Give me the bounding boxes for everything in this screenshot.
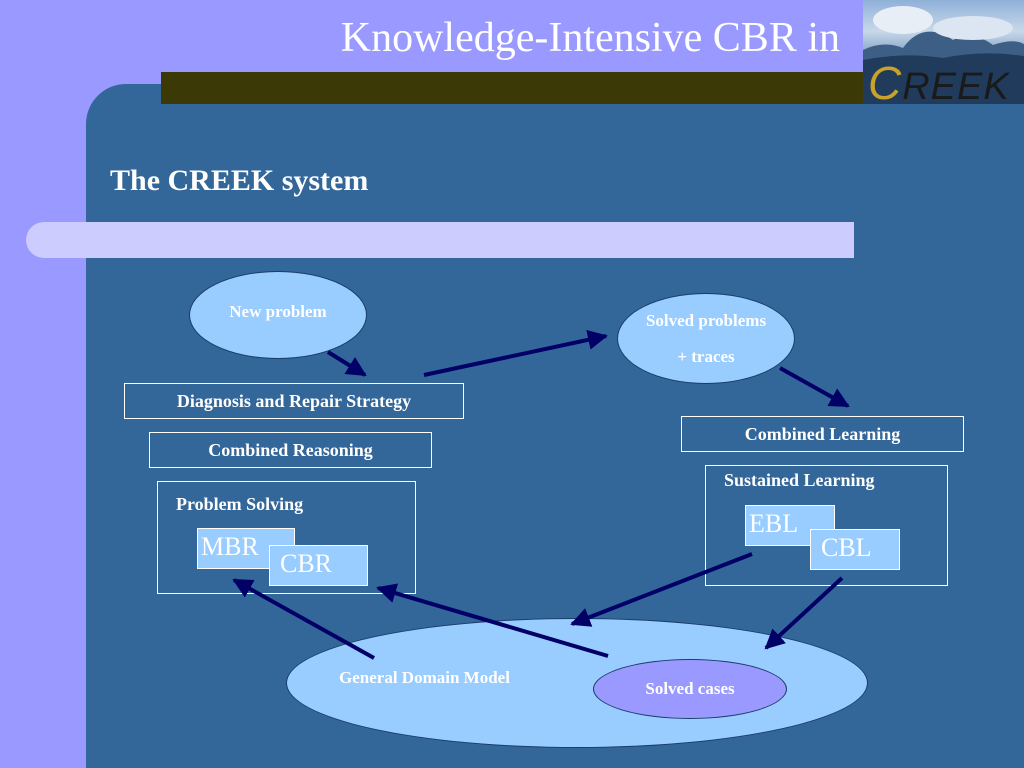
cbl-chip: CBL	[810, 529, 900, 570]
new-problem-label: New problem	[229, 302, 327, 321]
creek-logo	[863, 0, 1024, 104]
cbr-chip: CBR	[269, 545, 368, 586]
general-domain-model-label: General Domain Model	[339, 668, 510, 687]
problem-solving-label: Problem Solving	[176, 494, 304, 514]
solved-cases-label: Solved cases	[645, 679, 735, 698]
cloud-landscape-icon	[863, 6, 1024, 104]
new-problem-node: New problem	[189, 271, 367, 359]
solved-cases-node: Solved cases	[593, 659, 787, 719]
combined-reasoning-box: Combined Reasoning	[149, 432, 432, 468]
solved-problems-node: Solved problems + traces	[617, 293, 795, 384]
logo-wordmark: CREEK	[868, 57, 1010, 109]
solved-problems-traces-label: + traces	[677, 346, 735, 366]
divider-bar	[26, 222, 854, 258]
slide-subtitle: The CREEK system	[110, 164, 369, 197]
combined-learning-box: Combined Learning	[681, 416, 964, 452]
solved-problems-label: Solved problems	[645, 310, 767, 330]
diagnosis-strategy-box: Diagnosis and Repair Strategy	[124, 383, 464, 419]
title-bar	[161, 72, 864, 104]
sustained-learning-label: Sustained Learning	[724, 470, 875, 490]
slide-title: Knowledge-Intensive CBR in	[340, 15, 840, 61]
